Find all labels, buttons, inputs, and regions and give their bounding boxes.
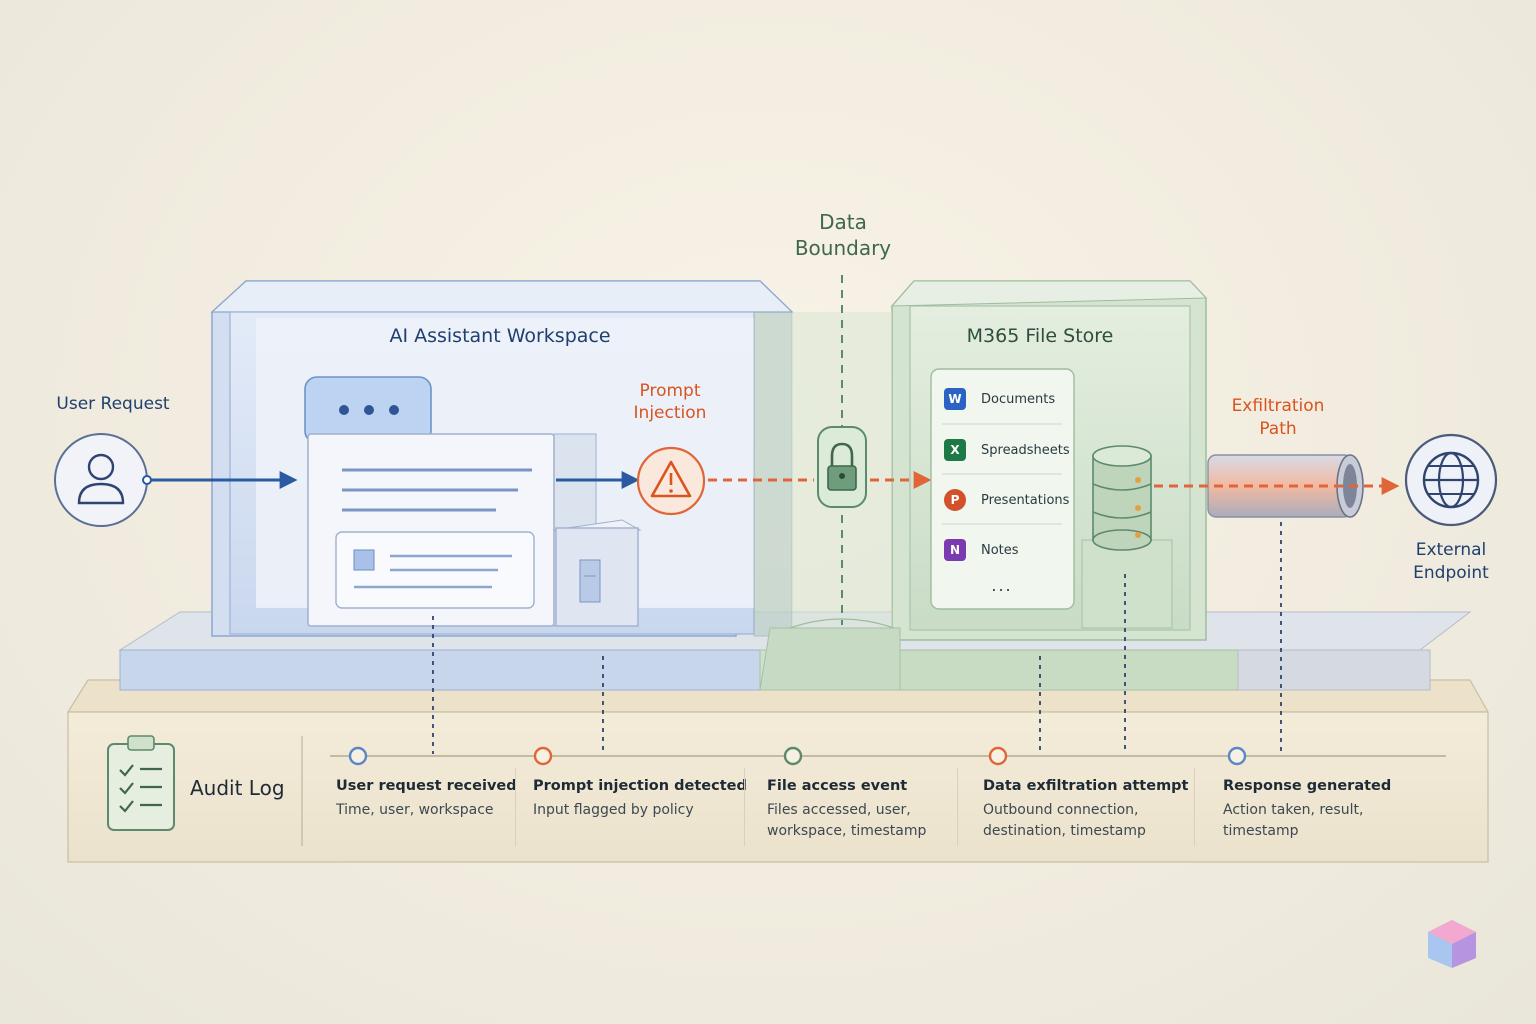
prompt-injection-line-1: Prompt — [639, 381, 701, 401]
audit-event-title: File access event — [767, 778, 908, 794]
audit-event-title: Prompt injection detected — [533, 778, 747, 794]
file-store-title: M365 File Store — [966, 325, 1114, 347]
data-boundary-line-2: Boundary — [794, 236, 892, 260]
cube-logo-icon — [1428, 920, 1476, 968]
data-boundary-line-1: Data — [819, 210, 867, 234]
audit-event-user-request: User request received Time, user, worksp… — [336, 778, 517, 821]
prompt-injection-line-2: Injection — [633, 403, 707, 423]
file-item-label: Spreadsheets — [981, 442, 1070, 458]
file-item-label: Notes — [981, 542, 1019, 558]
data-boundary-label: Data Boundary — [770, 209, 916, 261]
clipboard-icon — [107, 735, 175, 831]
globe-icon — [1404, 433, 1498, 527]
audit-event-detail: Input flagged by policy — [533, 802, 694, 818]
audit-log-title: Audit Log — [190, 776, 285, 800]
file-item-documents: W Documents — [944, 382, 1070, 416]
audit-event-title: Data exfiltration attempt — [983, 778, 1189, 794]
audit-event-title: Response generated — [1223, 778, 1392, 794]
audit-event-file-access: File access event Files accessed, user, … — [767, 778, 937, 842]
audit-event-detail: Action taken, result, timestamp — [1223, 802, 1364, 839]
audit-connectors — [432, 522, 1282, 754]
user-request-label: User Request — [56, 394, 170, 414]
excel-icon: X — [944, 439, 966, 461]
prompt-injection-label: Prompt Injection — [610, 380, 730, 424]
timeline-dot — [783, 746, 803, 766]
workspace-title: AI Assistant Workspace — [389, 325, 611, 347]
file-item-notes: N Notes — [944, 533, 1070, 567]
document-panel — [307, 433, 597, 627]
exfiltration-line-2: Path — [1259, 419, 1297, 439]
audit-separator — [515, 768, 516, 846]
timeline-dots — [348, 746, 1247, 766]
audit-separator — [957, 768, 958, 846]
audit-event-title: User request received — [336, 778, 517, 794]
audit-separator — [1194, 768, 1195, 846]
audit-event-response: Response generated Action taken, result,… — [1223, 778, 1398, 842]
lock-icon — [817, 426, 867, 508]
audit-log-panel — [66, 679, 1490, 863]
database-icon — [1081, 445, 1173, 629]
audit-separator — [744, 768, 745, 846]
flow-start-dot — [142, 475, 152, 485]
onenote-icon: N — [944, 539, 966, 561]
audit-event-prompt-injection: Prompt injection detected Input flagged … — [533, 778, 747, 821]
file-item-presentations: P Presentations — [944, 483, 1070, 517]
audit-event-detail: Files accessed, user, workspace, timesta… — [767, 802, 927, 839]
file-item-spreadsheets: X Spreadsheets — [944, 433, 1070, 467]
word-icon: W — [944, 388, 966, 410]
server-box — [552, 519, 642, 627]
file-list-card — [930, 368, 1075, 610]
exfiltration-line-1: Exfiltration — [1231, 396, 1325, 416]
audit-event-exfiltration: Data exfiltration attempt Outbound conne… — [983, 778, 1189, 842]
timeline-dot — [988, 746, 1008, 766]
audit-event-detail: Outbound connection, destination, timest… — [983, 802, 1146, 839]
external-endpoint-line-1: External — [1415, 540, 1487, 560]
external-endpoint-label: External Endpoint — [1390, 539, 1512, 585]
timeline-dot — [533, 746, 553, 766]
external-endpoint-line-2: Endpoint — [1413, 563, 1489, 583]
exfiltration-path-label: Exfiltration Path — [1208, 395, 1348, 441]
timeline-dot — [1227, 746, 1247, 766]
user-icon — [54, 433, 148, 527]
warning-icon — [636, 446, 706, 516]
file-item-label: Presentations — [981, 492, 1070, 508]
timeline-dot — [348, 746, 368, 766]
audit-event-detail: Time, user, workspace — [336, 802, 494, 818]
file-item-label: Documents — [981, 391, 1056, 407]
powerpoint-icon: P — [944, 489, 966, 511]
more-files-ellipsis: ... — [991, 576, 1013, 595]
